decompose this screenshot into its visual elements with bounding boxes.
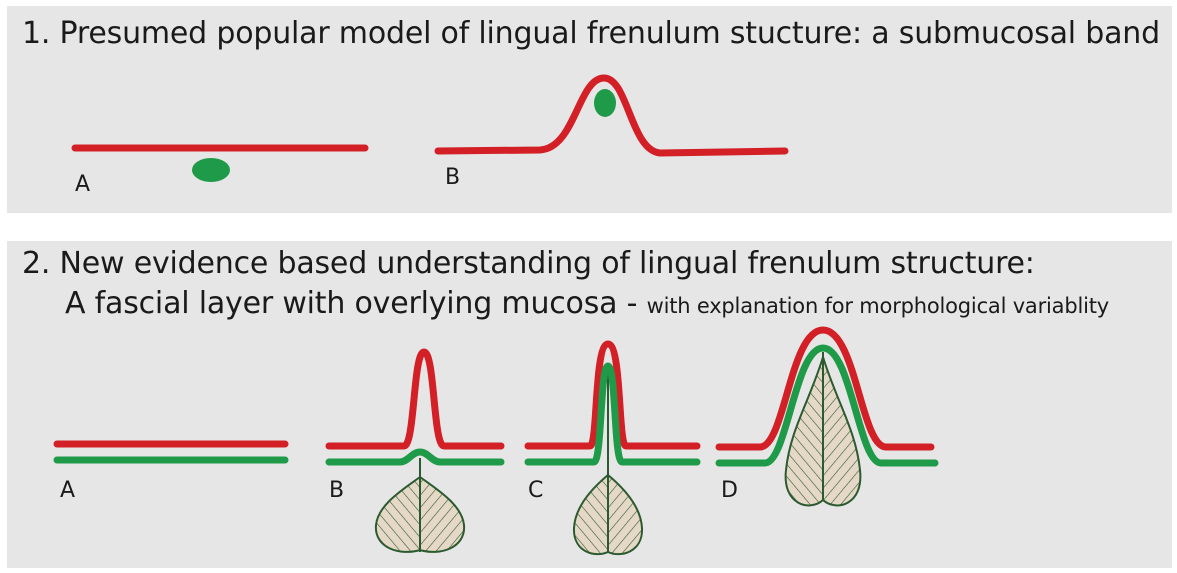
mucosa-fold (715, 326, 935, 451)
mucosa-fold (325, 348, 505, 450)
panel-2-heading-line-2: A fascial layer with overlying mucosa - … (65, 286, 1109, 321)
panel-1-figure-b (434, 74, 789, 157)
panel-2-label-d: D (721, 478, 738, 503)
panel-1-heading: 1. Presumed popular model of lingual fre… (22, 16, 1160, 51)
panel-2-figure-c (524, 340, 701, 556)
fascia-fold (715, 344, 939, 467)
genioglossus-right (419, 475, 466, 553)
mucosa-fold (434, 74, 789, 157)
panel-2-label-c: C (528, 478, 544, 503)
panel-2-figure-d (715, 326, 939, 507)
mucosa-fold (524, 340, 701, 450)
heading-line-2-small: with explanation for morphological varia… (646, 294, 1110, 318)
genioglossus-left (374, 475, 421, 553)
genioglossus-left (784, 356, 824, 507)
panel-2-label-a: A (60, 478, 76, 503)
heading-line-2-main: A fascial layer with overlying mucosa - (65, 286, 647, 321)
panel-1-label-a: A (75, 172, 91, 197)
submucosal-band (594, 89, 616, 117)
genioglossus-left (572, 472, 609, 556)
fascia-line (325, 448, 505, 466)
submucosal-band (192, 158, 230, 182)
panel-2-label-b: B (329, 478, 345, 503)
panel-2-figure-a (53, 440, 289, 464)
genioglossus-right (607, 472, 644, 556)
panel-2-figure-b (325, 348, 505, 553)
genioglossus-right (822, 356, 862, 507)
panel-1-label-b: B (445, 165, 461, 190)
fascia-fold (524, 362, 701, 466)
panel-2-heading-line-1: 2. New evidence based understanding of l… (22, 246, 1035, 281)
panel-1-figure-a (71, 144, 369, 182)
